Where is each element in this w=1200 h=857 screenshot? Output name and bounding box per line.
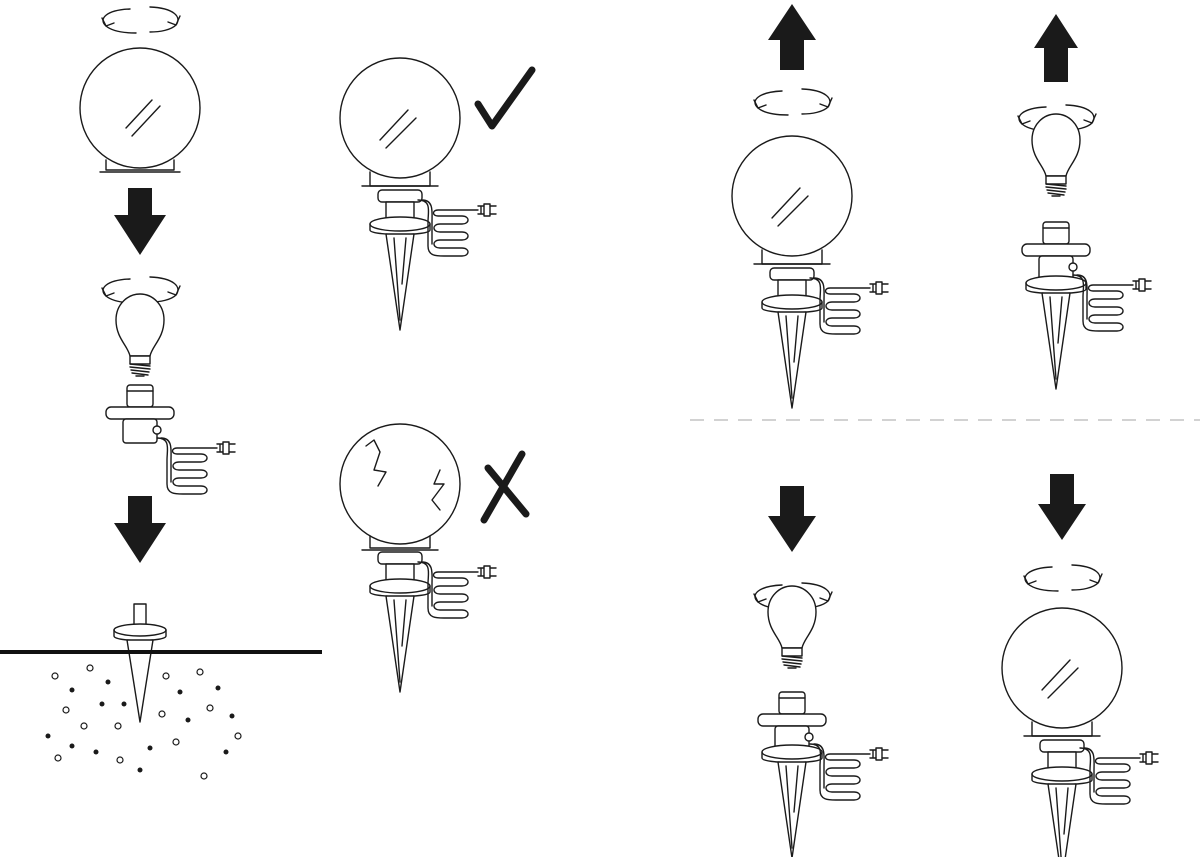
down-arrow-icon xyxy=(114,496,166,563)
up-arrow-icon xyxy=(768,4,816,70)
down-arrow-icon xyxy=(114,188,166,255)
correct-lamp xyxy=(339,57,536,330)
rotation-icon xyxy=(753,88,833,116)
stake-in-soil xyxy=(0,603,322,780)
globe-removal xyxy=(731,4,889,408)
socket-part xyxy=(105,384,175,444)
globe-part xyxy=(79,47,201,173)
rotation-icon xyxy=(101,6,181,34)
cable-plug xyxy=(156,437,236,495)
assembly-sequence xyxy=(0,6,322,780)
cross-icon xyxy=(480,450,530,524)
soil-particles xyxy=(45,664,242,780)
bulb-removal xyxy=(1017,14,1152,390)
rotation-icon xyxy=(1023,564,1103,592)
bulb-part xyxy=(115,293,165,377)
up-arrow-icon xyxy=(1034,14,1078,82)
incorrect-lamp xyxy=(339,423,530,692)
globe-install xyxy=(1001,474,1159,857)
down-arrow-icon xyxy=(1038,474,1086,540)
check-icon xyxy=(474,66,536,130)
down-arrow-icon xyxy=(768,486,816,552)
bulb-install xyxy=(753,486,889,857)
